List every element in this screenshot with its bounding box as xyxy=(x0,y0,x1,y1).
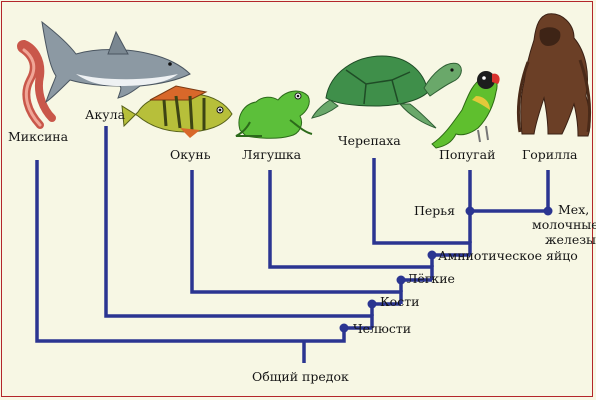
trait-label-fur-line3: железы xyxy=(545,232,596,247)
branch-gorilla xyxy=(470,170,550,213)
branch-shark xyxy=(104,126,374,328)
branch-hagfish xyxy=(35,160,346,343)
taxon-label-hagfish: Миксина xyxy=(8,129,69,144)
node-jaws xyxy=(339,323,349,333)
perch-icon xyxy=(121,85,233,138)
node-lungs xyxy=(396,275,406,285)
branch-frog xyxy=(268,170,434,280)
taxon-label-gorilla: Горилла xyxy=(522,147,578,162)
trait-label-bones: Кости xyxy=(380,294,419,309)
node-bones xyxy=(367,299,377,309)
taxon-label-frog: Лягушка xyxy=(242,147,302,162)
trait-label-lungs: Лёгкие xyxy=(407,271,455,286)
branch-perch xyxy=(190,170,403,304)
tree-branches xyxy=(35,126,550,363)
root-label: Общий предок xyxy=(252,369,349,384)
trait-label-fur-line1: Мех, xyxy=(558,202,589,217)
taxon-label-parrot: Попугай xyxy=(439,147,495,162)
taxon-label-turtle: Черепаха xyxy=(338,133,401,148)
parrot-icon xyxy=(431,71,500,149)
trait-label-fur-line2: молочные xyxy=(532,217,596,232)
taxon-label-shark: Акула xyxy=(85,107,126,122)
trait-label-amniotic-egg: Амниотическое яйцо xyxy=(438,248,578,263)
hagfish-icon xyxy=(17,39,56,129)
tree-nodes xyxy=(339,206,553,333)
node-feathers xyxy=(465,206,475,216)
trait-label-jaws: Челюсти xyxy=(353,321,411,336)
gorilla-icon xyxy=(516,13,592,137)
node-amniotic-egg xyxy=(427,250,437,260)
branch-turtle xyxy=(372,158,472,255)
trait-label-feathers: Перья xyxy=(414,203,455,218)
frog-icon xyxy=(235,90,313,139)
turtle-icon xyxy=(311,55,462,129)
node-fur xyxy=(543,206,553,216)
taxon-label-perch: Окунь xyxy=(170,147,211,162)
shark-icon xyxy=(41,20,191,104)
